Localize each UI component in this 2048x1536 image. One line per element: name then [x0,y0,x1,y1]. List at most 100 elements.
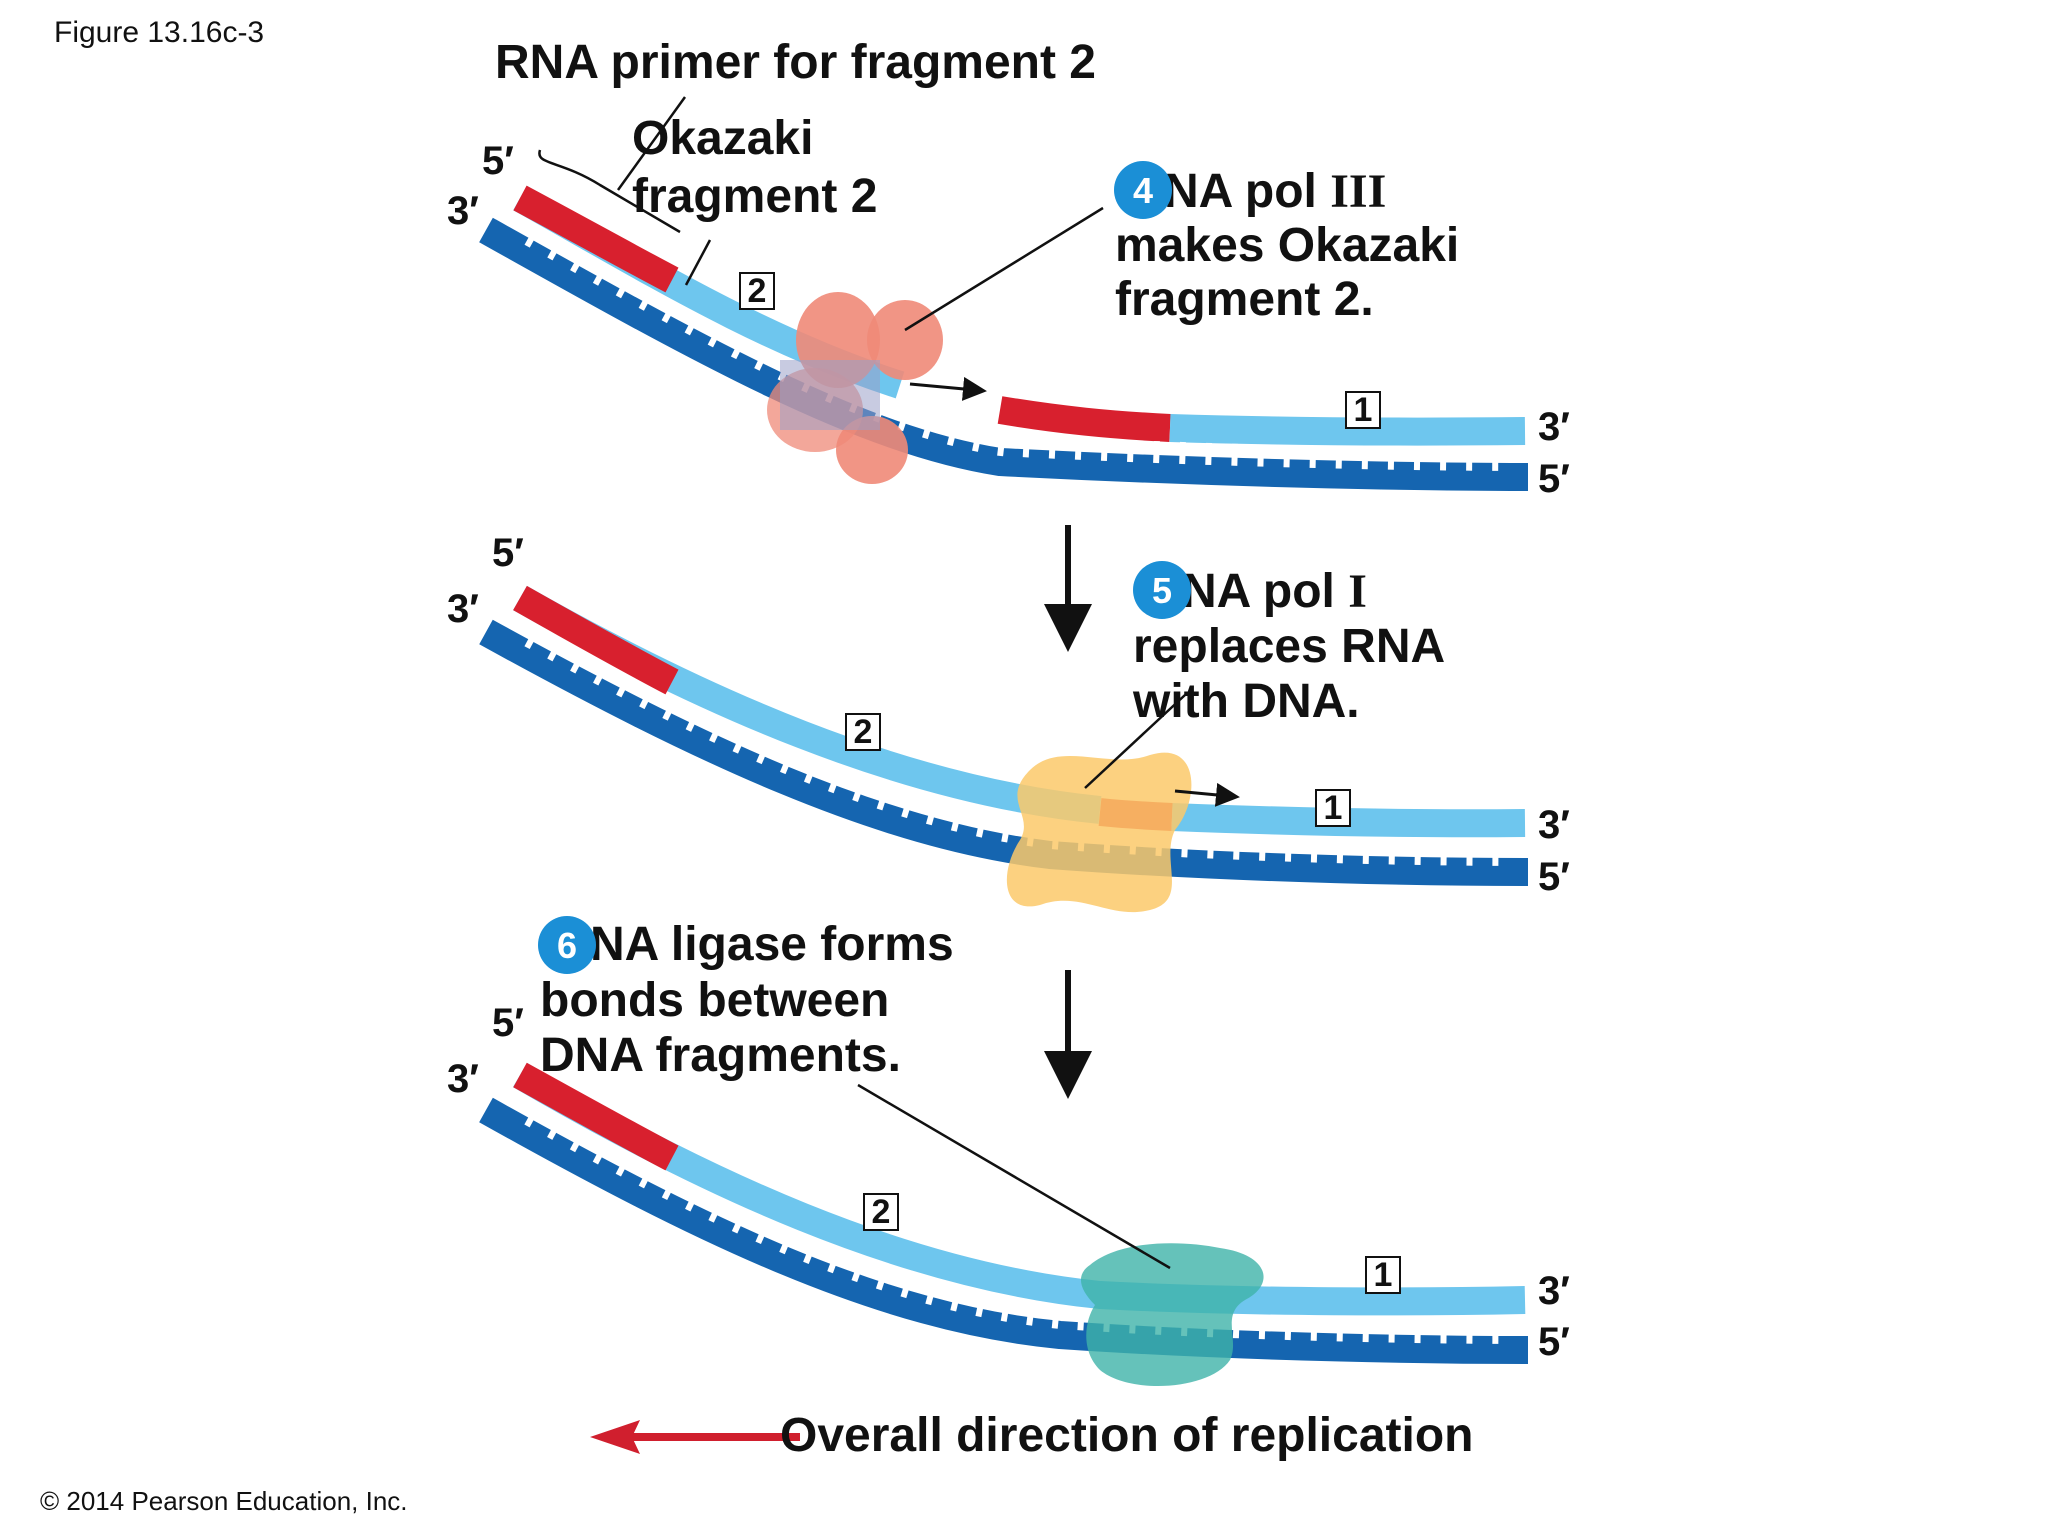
base-tick [547,639,563,662]
base-tick [1310,1318,1318,1341]
base-tick [732,731,748,754]
overall-direction-arrow [590,1420,800,1454]
primer-bracket [538,149,681,234]
base-tick [755,1221,770,1245]
base-tick [592,263,609,286]
base-tick [547,1117,563,1140]
base-tick [570,651,586,674]
base-tick [730,336,747,360]
panel-2: 2 1 5′ 3′ 3′ 5′ NA pol I replaces RNA wi… [447,531,1570,913]
base-tick [1074,437,1082,460]
svg-text:4: 4 [1133,170,1153,211]
fragment-1-box: 1 [1365,1256,1401,1294]
base-tick [922,416,935,440]
end-3-prime-top-right: 3′ [1538,405,1570,449]
step-6-badge: 6 [538,916,596,974]
fragment-1-box: 1 [1345,391,1381,429]
panel-3: 2 1 5′ 3′ 3′ 5′ NA ligase forms bonds be… [447,916,1570,1387]
base-tick [897,408,911,432]
base-tick [524,225,541,248]
base-tick [1001,819,1012,843]
base-tick [709,720,724,743]
base-tick [1000,1299,1011,1322]
base-tick [524,1105,541,1128]
base-tick [661,300,678,324]
base-tick [900,1275,913,1299]
okazaki-fragment-1-strand [1169,414,1526,446]
base-tick [1207,836,1215,859]
base-pairs [524,225,1499,471]
svg-text:5: 5 [1152,570,1172,611]
step4-line3: fragment 2. [1115,273,1374,326]
svg-text:1: 1 [1354,391,1373,429]
copyright-text: © 2014 Pearson Education, Inc. [40,1486,408,1516]
step4-line1: NA pol III [1164,165,1386,218]
svg-text:2: 2 [748,272,767,310]
base-tick [1051,1306,1060,1329]
step5-line1: NA pol I [1182,565,1367,618]
synthesis-arrow-1 [909,376,987,401]
okazaki-label-line1: Okazaki [632,112,813,165]
base-pairs [524,1105,1499,1344]
base-tick [779,1231,794,1255]
primer-leader-line [616,96,687,191]
base-tick [1232,1316,1240,1339]
synthesis-arrow-2 [1174,782,1240,807]
rna-primer-label: RNA primer for fragment 2 [495,36,1096,89]
base-tick [950,1288,962,1312]
svg-text:1: 1 [1374,1256,1393,1294]
joined-lagging-strand [512,1062,1526,1316]
base-tick [1257,444,1265,467]
base-tick [1284,839,1292,862]
rna-primer-1 [997,396,1171,442]
base-tick [1077,1308,1085,1331]
base-tick [1022,435,1030,458]
pol-iii-leader-line [904,206,1104,332]
overall-direction-label: Overall direction of replication [780,1409,1474,1462]
base-tick [1336,1319,1344,1342]
end-5-prime-bottom-right: 5′ [1538,457,1570,501]
base-tick [593,663,609,686]
base-tick [803,1241,817,1264]
base-tick [1233,837,1241,860]
rna-primer-2 [513,185,679,293]
base-tick [754,348,770,371]
step5-line3: with DNA. [1132,675,1360,728]
base-tick [975,814,987,838]
fragment-2-box: 2 [845,713,881,751]
base-tick [1026,1303,1036,1326]
template-strand [479,1097,1529,1364]
okazaki-label-line2: fragment 2 [632,170,877,223]
end-3-prime-top-right: 3′ [1538,803,1570,847]
okazaki-leader-line [684,239,712,286]
end-5-prime-top-left: 5′ [482,139,514,183]
base-tick [997,433,1006,457]
base-tick [1336,841,1344,864]
end-5-prime-bottom-right: 5′ [1538,1320,1570,1364]
base-tick [946,423,959,447]
base-tick [1309,445,1317,469]
base-tick [661,1177,678,1201]
base-tick [638,288,655,311]
base-tick [1181,835,1189,858]
base-tick [615,1154,632,1177]
base-tick [685,1189,701,1212]
base-tick [803,761,818,784]
dna-ligase-enzyme [1080,1243,1264,1387]
svg-text:6: 6 [557,925,577,966]
figure-label: Figure 13.16c-3 [54,16,264,49]
base-tick [707,325,724,348]
end-5-prime-top-left: 5′ [492,531,524,575]
base-tick [756,741,771,765]
base-tick [1048,436,1056,459]
base-tick [972,429,983,452]
base-tick [547,238,564,261]
end-5-prime-top-left: 5′ [492,1001,524,1045]
dna-pol-iii-enzyme [767,292,943,484]
base-tick [685,709,701,732]
base-tick [1100,438,1108,462]
base-tick [1283,445,1291,468]
base-tick [950,809,963,832]
base-tick [1310,840,1318,863]
base-tick [731,1210,747,1234]
